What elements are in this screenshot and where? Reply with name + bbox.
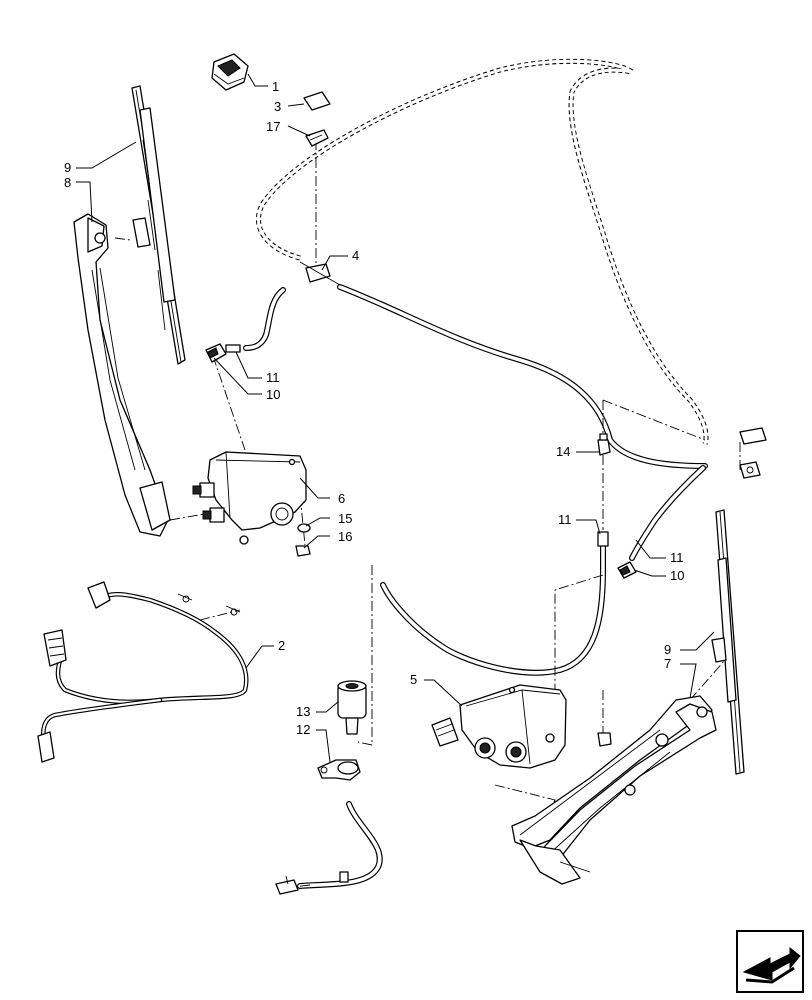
callout-8: 8 [64,175,71,190]
callout-15: 15 [338,511,352,526]
wiper-blade-left [131,85,186,365]
callout-11-left: 11 [266,370,280,385]
leader-lines [76,73,715,763]
washer-pump [337,680,367,735]
wiper-blade-right [711,509,745,775]
callout-4: 4 [352,248,359,263]
washer-hose-loop [255,58,709,445]
callout-10-right: 10 [670,568,684,583]
hose-clip-right [739,461,761,479]
hose-tee-fitting [275,875,299,895]
callout-11-mid: 11 [558,512,572,527]
decal-label-right [739,427,767,445]
pump-bracket [317,759,361,781]
callout-9-right: 9 [664,642,671,657]
washer-nozzle-left [205,343,241,363]
callout-17: 17 [266,119,280,134]
washer-hoses [243,284,708,889]
wiper-arm-left [73,213,171,537]
callout-7: 7 [664,656,671,671]
rocker-switch [211,53,249,91]
decal-label [303,91,331,111]
callout-11-right: 11 [670,550,684,565]
wiper-arm-right [511,695,717,885]
hose-clip [305,129,329,147]
callout-9-left: 9 [64,160,71,175]
washer-nozzle-right [617,561,637,579]
wiring-harness [37,581,249,763]
wiper-motor-left [192,451,307,545]
callout-6: 6 [338,491,345,506]
callout-13: 13 [296,704,310,719]
callout-3: 3 [274,99,281,114]
alignment-lines [114,140,741,889]
callout-5: 5 [410,672,417,687]
arrow-navigation-icon[interactable] [736,930,804,993]
callout-16: 16 [338,529,352,544]
hose-connector [299,261,341,286]
nut-part-16 [295,545,311,557]
check-valve [597,433,611,456]
nut-part-right [597,732,612,747]
wiper-motor-right [431,684,567,769]
callout-12: 12 [296,722,310,737]
callout-1: 1 [272,79,279,94]
callout-14: 14 [556,444,570,459]
callout-10-left: 10 [266,387,280,402]
callout-2: 2 [278,638,285,653]
callout-numbers: 1 3 17 9 8 4 11 10 6 15 16 2 14 11 11 10… [64,79,684,737]
